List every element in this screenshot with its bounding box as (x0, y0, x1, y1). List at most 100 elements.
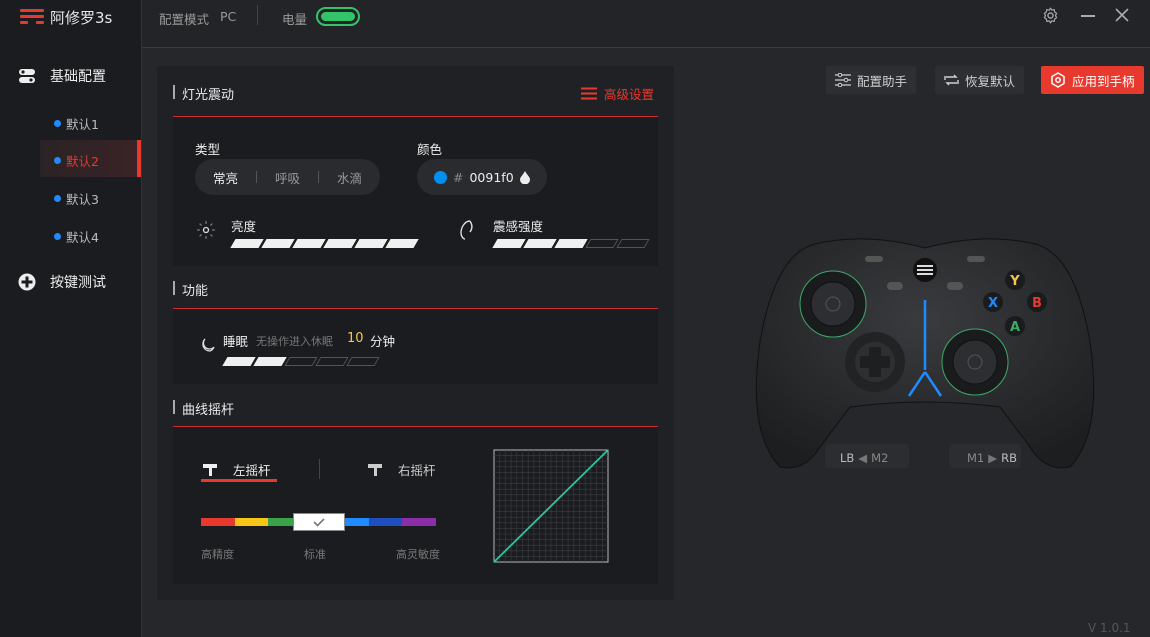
nav-key-test[interactable]: 按键测试 (18, 272, 106, 292)
level-segment[interactable] (354, 239, 388, 248)
vibration-level-bar[interactable] (492, 239, 650, 248)
app-name: 阿修罗3s (50, 8, 113, 27)
curve-section-title: 曲线摇杆 (182, 403, 235, 418)
m1-label: M1 (967, 451, 985, 465)
profile-label: 默认3 (66, 192, 99, 207)
config-assistant-button[interactable]: 配置助手 (826, 66, 917, 94)
config-assistant-label: 配置助手 (857, 73, 908, 89)
battery-label: 电量 (282, 12, 308, 27)
restore-default-label: 恢复默认 (965, 73, 1016, 89)
brightness-icon (197, 221, 215, 239)
restore-icon (944, 74, 959, 86)
level-segment[interactable] (554, 239, 588, 248)
level-segment[interactable] (323, 239, 357, 248)
sliders-icon (835, 73, 851, 87)
profile-item-3[interactable]: 默认3 (54, 189, 99, 208)
curve-plot (493, 449, 609, 563)
app-logo: 阿修罗3s (20, 6, 130, 28)
type-label: 类型 (195, 142, 221, 157)
right-stick-label: 右摇杆 (398, 463, 436, 478)
y-button: Y (1009, 274, 1020, 289)
level-segment[interactable] (222, 357, 256, 366)
menu-icon (581, 87, 597, 100)
sensitivity-slider-handle[interactable] (293, 513, 345, 531)
restore-default-button[interactable]: 恢复默认 (935, 66, 1025, 94)
profile-item-1[interactable]: 默认1 (54, 114, 99, 133)
sleep-label: 睡眠 (223, 334, 249, 349)
level-segment[interactable] (492, 239, 526, 248)
level-segment[interactable] (585, 239, 619, 248)
sleep-level-bar[interactable] (222, 357, 380, 366)
response-curve (493, 449, 609, 563)
hexagon-icon (1051, 72, 1065, 88)
top-bar: 配置模式 PC 电量 (142, 0, 1150, 48)
dpad-icon (18, 273, 36, 291)
color-value: 0091f0 (469, 169, 514, 185)
logo-mark-icon (20, 8, 44, 26)
curve-card: 左摇杆 右摇杆 高精度 标准 高灵敏度 (173, 427, 658, 584)
nav-key-test-label: 按键测试 (50, 275, 106, 291)
profile-item-4[interactable]: 默认4 (54, 227, 99, 246)
type-option-steady[interactable]: 常亮 (213, 170, 239, 186)
x-button: X (988, 296, 998, 311)
moon-icon (202, 338, 215, 352)
level-segment[interactable] (230, 239, 264, 248)
level-segment[interactable] (616, 239, 650, 248)
close-icon[interactable] (1115, 8, 1129, 22)
left-stick-underline (201, 479, 277, 482)
lb-m2-label: LB◀M2 (840, 451, 889, 465)
mode-label: 配置模式 (159, 12, 210, 27)
color-swatch (434, 170, 447, 184)
config-icon (19, 69, 35, 83)
color-hash: # (453, 169, 464, 185)
battery-indicator (316, 7, 360, 26)
droplet-icon (519, 170, 530, 184)
stick-icon (203, 463, 217, 476)
m1-rb-label: M1▶RB (967, 451, 1017, 465)
level-segment[interactable] (292, 239, 326, 248)
m2-label: M2 (871, 451, 889, 465)
color-picker[interactable]: # 0091f0 (417, 159, 547, 195)
blue-dot-icon (54, 233, 61, 240)
advanced-settings-button[interactable]: 高级设置 (581, 84, 654, 103)
sleep-value: 10 (347, 331, 364, 346)
a-button: A (1010, 320, 1020, 335)
brightness-level-bar[interactable] (230, 239, 419, 248)
mode-value: PC (220, 9, 237, 24)
type-option-breathe[interactable]: 呼吸 (275, 170, 301, 186)
left-stick-tab[interactable]: 左摇杆 (203, 460, 271, 479)
level-segment[interactable] (385, 239, 419, 248)
left-stick-label: 左摇杆 (233, 463, 271, 478)
rb-label: RB (1001, 451, 1017, 465)
right-stick-tab[interactable]: 右摇杆 (368, 460, 436, 479)
minimize-icon[interactable] (1081, 15, 1095, 17)
sleep-hint: 无操作进入休眠 (256, 335, 333, 348)
settings-panel: 灯光震动 高级设置 类型 常亮 呼吸 水滴 颜色 # 0091f0 亮度 震感强… (157, 66, 674, 600)
level-segment[interactable] (261, 239, 295, 248)
function-section-title: 功能 (182, 284, 209, 299)
blue-dot-icon (54, 195, 61, 202)
stick-icon (368, 463, 382, 476)
version-label: V 1.0.1 (1088, 621, 1131, 635)
profile-item-2[interactable]: 默认2 (54, 151, 99, 170)
level-segment[interactable] (253, 357, 287, 366)
light-card: 类型 常亮 呼吸 水滴 颜色 # 0091f0 亮度 震感强度 (173, 117, 658, 266)
sensitive-label: 高灵敏度 (396, 548, 440, 561)
apply-to-controller-button[interactable]: 应用到手柄 (1041, 66, 1144, 94)
gear-icon[interactable] (1042, 7, 1059, 24)
nav-basic-config[interactable]: 基础配置 (18, 66, 106, 86)
precision-label: 高精度 (201, 548, 234, 561)
type-option-drop[interactable]: 水滴 (337, 170, 363, 186)
light-section-title: 灯光震动 (182, 88, 235, 103)
level-segment[interactable] (346, 357, 380, 366)
light-type-selector: 常亮 呼吸 水滴 (195, 159, 381, 195)
level-segment[interactable] (315, 357, 349, 366)
advanced-settings-label: 高级设置 (604, 87, 655, 102)
sidebar: 阿修罗3s 基础配置 默认1 默认2 默认3 默认4 按键测试 (0, 0, 142, 637)
level-segment[interactable] (523, 239, 557, 248)
profile-label: 默认4 (66, 230, 99, 245)
b-button: B (1032, 296, 1042, 311)
level-segment[interactable] (284, 357, 318, 366)
function-card: 睡眠 无操作进入休眠 10 分钟 (173, 309, 658, 384)
nav-basic-config-label: 基础配置 (50, 69, 106, 85)
